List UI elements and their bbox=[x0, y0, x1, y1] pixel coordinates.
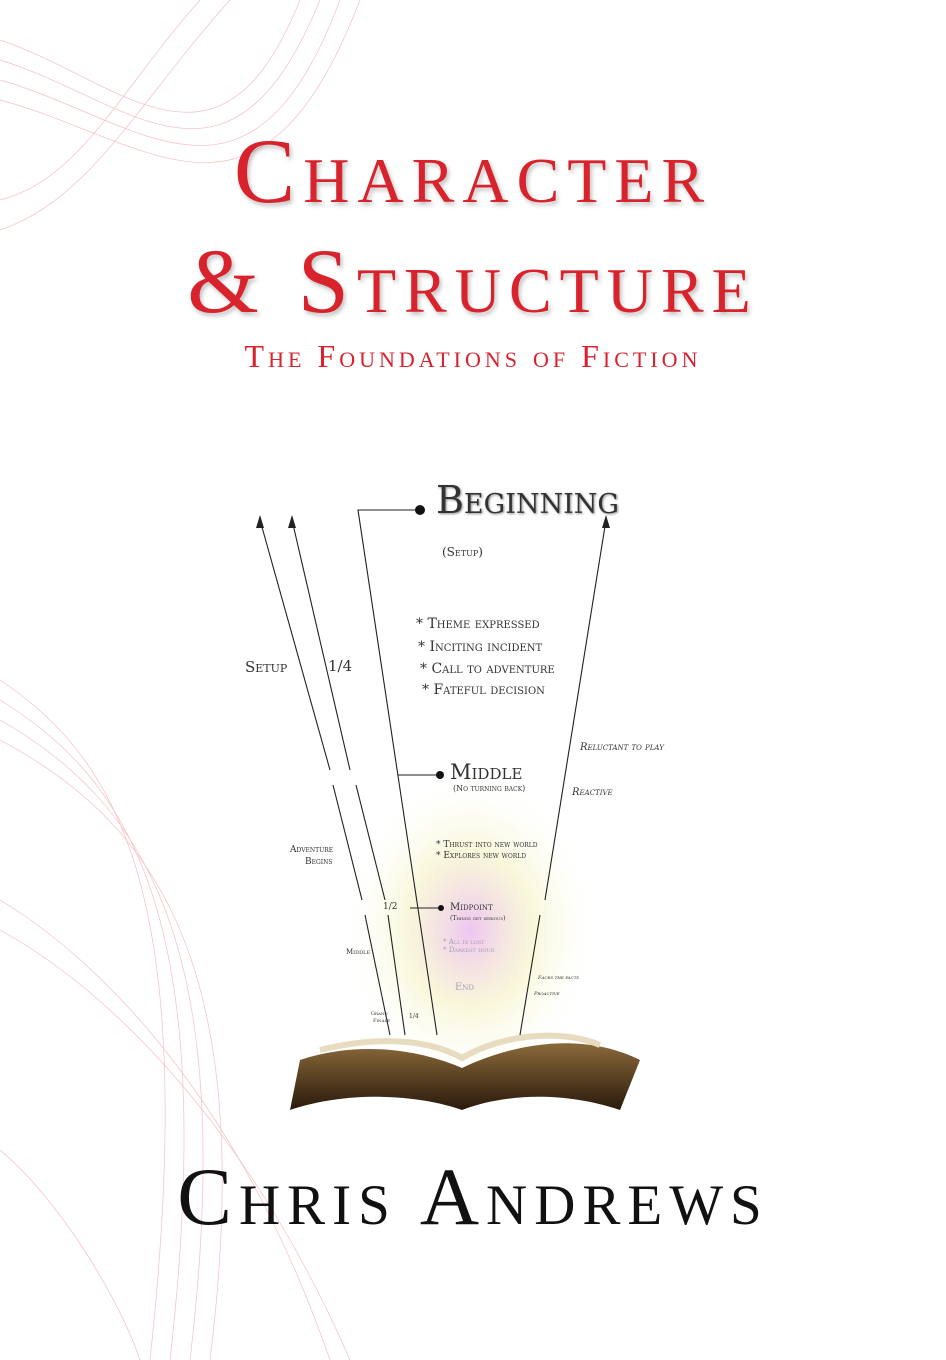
author-name: Chris Andrews bbox=[177, 1151, 769, 1242]
midpoint-sub: (Things get serious) bbox=[450, 915, 506, 922]
last-quarter-label: 1/4 bbox=[409, 1013, 419, 1020]
beginning-item: * Call to adventure bbox=[420, 661, 555, 677]
middle-side-label: Middle bbox=[346, 948, 371, 956]
setup-label: Setup bbox=[245, 658, 288, 676]
open-book-image bbox=[290, 1032, 640, 1110]
middle-sub: (No turning back) bbox=[453, 784, 526, 793]
quarter-label: 1/4 bbox=[328, 657, 353, 675]
middle-label: Middle bbox=[450, 760, 523, 784]
beginning-sub: (Setup) bbox=[442, 545, 483, 559]
adventure-begins-label: Adventure bbox=[290, 845, 334, 855]
proactive-label: Proactive bbox=[534, 991, 560, 997]
adventure-begins-label: Begins bbox=[305, 857, 333, 867]
faces-facts-label: Faces the facts bbox=[538, 975, 580, 981]
structure-diagram-lines bbox=[259, 509, 607, 1036]
middle-item: * Explores new world bbox=[436, 851, 527, 861]
reactive-label: Reactive bbox=[572, 787, 613, 798]
midpoint-item: * Darkest hour bbox=[443, 946, 495, 954]
subtitle: The Foundations of Fiction bbox=[244, 338, 702, 374]
grand-finale-label: Grand bbox=[371, 1011, 388, 1017]
middle-item: * Thrust into new world bbox=[436, 840, 538, 850]
half-label: 1/2 bbox=[383, 902, 398, 912]
title-line-1: Character bbox=[233, 120, 713, 222]
title-line-2: & Structure bbox=[187, 230, 759, 332]
beginning-item: * Fateful decision bbox=[422, 682, 545, 698]
reluctant-label: Reluctant to play bbox=[580, 742, 664, 753]
beginning-item: * Inciting incident bbox=[418, 639, 543, 655]
midpoint-item: * All is lost bbox=[443, 938, 485, 946]
beginning-label: Beginning bbox=[436, 478, 619, 522]
magic-glow bbox=[340, 770, 600, 1090]
end-label: End bbox=[455, 982, 475, 993]
midpoint-label: Midpoint bbox=[450, 902, 493, 913]
beginning-item: * Theme expressed bbox=[416, 616, 540, 632]
grand-finale-label: Finale bbox=[373, 1018, 391, 1024]
